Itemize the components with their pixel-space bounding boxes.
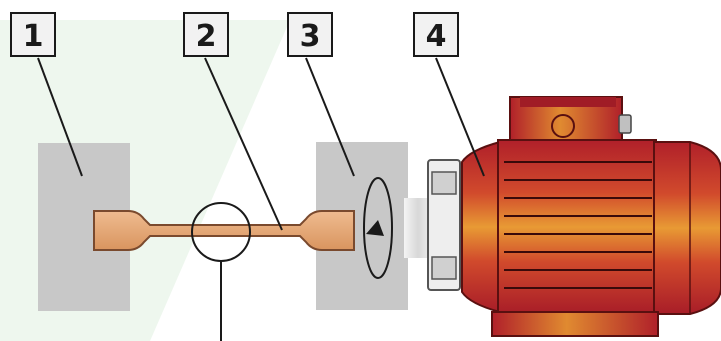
leader-lines: [37, 57, 485, 231]
label-1-text: 1: [23, 19, 44, 54]
label-4-text: 4: [426, 19, 447, 54]
label-4: 4: [413, 12, 459, 57]
label-1: 1: [10, 12, 56, 57]
rotation-arrow-icon: [363, 177, 393, 279]
cooling-fins: [504, 161, 652, 289]
label-2: 2: [183, 12, 229, 57]
specimen: [93, 210, 355, 251]
label-2-text: 2: [196, 19, 217, 54]
electric-motor: [461, 96, 721, 337]
magnifier-circle-icon: [191, 202, 251, 341]
label-3: 3: [287, 12, 333, 57]
coupling: [404, 159, 461, 291]
label-3-text: 3: [300, 19, 321, 54]
